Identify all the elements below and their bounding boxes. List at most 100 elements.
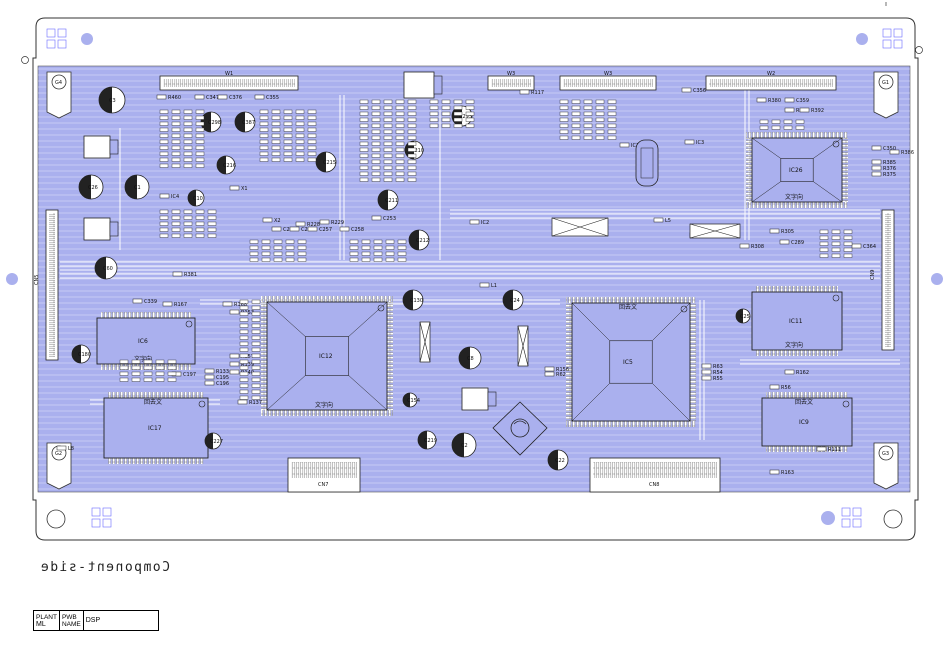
bank-resistor (371, 123, 381, 128)
bank-resistor (295, 127, 305, 132)
bank-resistor (371, 171, 381, 176)
part-r162: R162 (784, 369, 809, 376)
bank-resistor (207, 209, 217, 214)
bank-resistor (251, 347, 261, 352)
bank-resistor (195, 139, 205, 144)
part-label: R168 (234, 302, 247, 308)
bank-resistor (385, 251, 395, 256)
bank-resistor (271, 157, 281, 162)
capacitor-polarity (217, 156, 226, 174)
bank-resistor (183, 151, 193, 156)
bank-resistor (441, 111, 451, 116)
bank-resistor (361, 239, 371, 244)
capacitor-c3: C3 (98, 86, 126, 114)
bank-resistor (295, 109, 305, 114)
part-body (307, 226, 318, 232)
mount-tab-g3: G3 (873, 442, 899, 490)
bank-resistor (159, 115, 169, 120)
part-body (684, 139, 695, 145)
bank-resistor (349, 239, 359, 244)
bank-resistor (595, 99, 605, 104)
capacitor-c10: C10 (187, 189, 205, 207)
bank-resistor (295, 115, 305, 120)
regulator (83, 135, 119, 159)
ic-pins-bottom (566, 421, 696, 427)
bank-resistor (295, 145, 305, 150)
part-r305: R305 (769, 228, 794, 235)
bank-resistor (783, 119, 793, 124)
bank-resistor (373, 251, 383, 256)
ic-pins-top (108, 392, 204, 398)
bank-resistor (131, 377, 141, 382)
bank-resistor (359, 99, 369, 104)
bank-resistor (159, 221, 169, 226)
part-body (779, 239, 790, 245)
capacitor-c22: C22 (547, 449, 569, 471)
bank-resistor (297, 245, 307, 250)
bank-resistor (383, 141, 393, 146)
part-label: R385 (883, 160, 896, 166)
bank-resistor (359, 123, 369, 128)
ic-body (751, 291, 843, 351)
filter-cross (689, 223, 741, 239)
part-label: R386 (901, 150, 914, 156)
capacitor-label: C154 (407, 398, 420, 404)
part-body (319, 219, 330, 225)
bank-resistor (239, 329, 249, 334)
part-r386: R386 (889, 149, 914, 156)
bank-resistor (453, 123, 463, 128)
bank-resistor (249, 245, 259, 250)
part-r111: R111 (816, 446, 841, 453)
bank-resistor (171, 215, 181, 220)
bank-resistor (307, 145, 317, 150)
capacitor-polarity (316, 152, 326, 172)
bank-resistor (183, 157, 193, 162)
capacitor-label: C295 (459, 114, 472, 120)
resistor-bank (429, 99, 475, 128)
bank-resistor (395, 123, 405, 128)
bank-resistor (795, 119, 805, 124)
bank-resistor (571, 105, 581, 110)
capacitor-label: C26 (88, 185, 98, 191)
bank-resistor (373, 239, 383, 244)
resistor-bank (359, 99, 417, 182)
bank-resistor (371, 135, 381, 140)
part-c254: C254 (271, 226, 296, 233)
ic-layer: IC12文字向IC5回去文IC26文字向IC6文字向IC11文字向IC17回去文… (96, 132, 853, 464)
part-body (254, 94, 265, 100)
connector-label: CN7 (318, 482, 328, 488)
bank-resistor (607, 111, 617, 116)
bank-resistor (571, 117, 581, 122)
ic-pins-top (566, 297, 696, 303)
bank-resistor (131, 359, 141, 364)
ic-label: IC5 (623, 359, 633, 366)
bank-resistor (819, 241, 829, 246)
ic-label: IC11 (789, 318, 803, 325)
capacitor-label: C212 (416, 238, 429, 244)
crystal-x1 (635, 139, 659, 187)
bank-resistor (183, 127, 193, 132)
bank-resistor (395, 165, 405, 170)
bank-resistor (159, 109, 169, 114)
part-r460: R460 (156, 94, 181, 101)
connector-pins (491, 79, 531, 87)
capacitor-polarity (403, 290, 413, 310)
bank-resistor (251, 323, 261, 328)
bank-resistor (295, 157, 305, 162)
bank-resistor (259, 145, 269, 150)
part-ic2: IC2 (469, 219, 489, 226)
capacitor-label: C24 (510, 298, 520, 304)
bank-resistor (261, 257, 271, 262)
coil-l (492, 401, 548, 456)
part-body (784, 369, 795, 375)
bank-resistor (159, 227, 169, 232)
bank-resistor (159, 121, 169, 126)
capacitor-label: C3 (109, 98, 116, 104)
bank-resistor (307, 115, 317, 120)
ic-die-outline (780, 158, 814, 182)
part-label: L1 (491, 283, 497, 289)
bank-resistor (159, 163, 169, 168)
bank-resistor (283, 151, 293, 156)
regulator-tab (433, 75, 443, 95)
bank-resistor (595, 111, 605, 116)
